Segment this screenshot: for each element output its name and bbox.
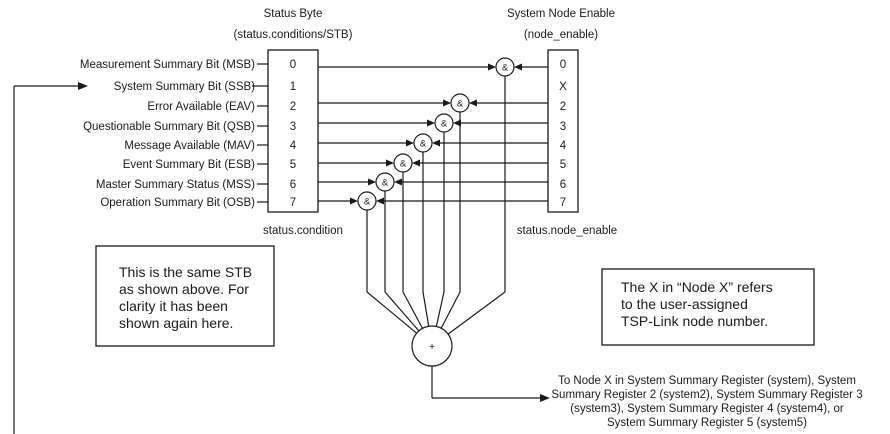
- right-note-line-2: to the user-assigned: [621, 296, 748, 312]
- gate-to-or-line-3: [435, 291, 445, 327]
- stb-subtitle: (status.conditions/STB): [234, 29, 353, 41]
- and-gate-symbol-2: &: [457, 99, 464, 110]
- and-gate-symbol-0: &: [502, 63, 509, 74]
- stb-to-gate-arrow-4: [406, 139, 414, 147]
- stb-bit-7: 7: [290, 197, 296, 209]
- stb-to-gate-arrow-5: [386, 159, 394, 167]
- bit-label-1: System Summary Bit (SSB): [114, 81, 255, 93]
- gate-to-or-line-6: [384, 291, 420, 332]
- right-note-line-1: The X in “Node X” refers: [621, 279, 773, 295]
- destination-line-4: System Summary Register 5 (system5): [607, 417, 807, 429]
- left-note-box: [95, 245, 275, 347]
- stb-to-gate-arrow-3: [427, 119, 435, 127]
- ne-to-gate-arrow-5: [412, 159, 420, 167]
- bit-label-2: Error Available (EAV): [147, 101, 255, 113]
- stb-caption: status.condition: [263, 225, 343, 237]
- left-note-line-4: shown again here.: [119, 315, 233, 331]
- stb-register-box: [267, 49, 319, 213]
- left-note-line-1: This is the same STB: [119, 264, 252, 280]
- ne-to-gate-arrow-7: [376, 197, 384, 205]
- bit-label-4: Message Available (MAV): [124, 140, 255, 152]
- stb-to-gate-arrow-2: [443, 99, 451, 107]
- stb-bit-1: 1: [290, 81, 296, 93]
- node-enable-bit-5: 5: [560, 159, 566, 171]
- node-enable-title: System Node Enable: [507, 8, 615, 20]
- node-enable-bit-4: 4: [560, 140, 567, 152]
- bit-label-5: Event Summary Bit (ESB): [123, 159, 255, 171]
- stb-bit-0: 0: [290, 59, 296, 71]
- right-note-line-3: TSP-Link node number.: [621, 313, 768, 329]
- ne-to-gate-arrow-3: [453, 119, 461, 127]
- bit-label-0: Measurement Summary Bit (MSB): [80, 59, 255, 71]
- gate-to-or-line-7: [366, 291, 417, 334]
- stb-bit-3: 3: [290, 121, 296, 133]
- bit-label-3: Questionable Summary Bit (QSB): [83, 121, 255, 133]
- ne-to-gate-arrow-6: [394, 178, 402, 186]
- node-enable-bit-1: X: [559, 81, 567, 93]
- stb-bit-4: 4: [290, 140, 297, 152]
- ne-to-gate-arrow-4: [432, 139, 440, 147]
- stb-bit-2: 2: [290, 101, 296, 113]
- or-output-arrowhead: [540, 394, 550, 402]
- destination-line-2: Summary Register 2 (system2), System Sum…: [551, 389, 862, 401]
- gate-to-or-line-2: [440, 291, 461, 329]
- stb-bit-6: 6: [290, 179, 296, 191]
- node-enable-bit-7: 7: [560, 197, 566, 209]
- bit-label-7: Operation Summary Bit (OSB): [100, 197, 255, 209]
- stb-title: Status Byte: [264, 8, 323, 20]
- destination-line-1: To Node X in System Summary Register (sy…: [558, 375, 856, 387]
- or-gate-symbol: +: [429, 342, 435, 353]
- left-note-line-3: clarity it has been: [119, 298, 228, 314]
- right-note-box: [601, 268, 815, 346]
- and-gate-symbol-7: &: [364, 197, 371, 208]
- gate-to-or-line-5: [402, 291, 424, 329]
- stb-to-gate-arrow-7: [350, 197, 358, 205]
- and-gate-symbol-6: &: [382, 178, 389, 189]
- destination-line-3: (system3), System Summary Register 4 (sy…: [570, 403, 844, 415]
- node-enable-caption: status.node_enable: [517, 225, 617, 237]
- node-enable-bit-0: 0: [560, 59, 566, 71]
- left-note-line-2: as shown above. For: [119, 281, 249, 297]
- node-enable-subtitle: (node_enable): [524, 29, 598, 41]
- and-gate-symbol-3: &: [441, 119, 448, 130]
- stb-to-gate-arrow-0: [488, 63, 496, 71]
- ne-to-gate-arrow-2: [469, 99, 477, 107]
- node-enable-bit-6: 6: [560, 179, 566, 191]
- feedback-arrowhead: [78, 82, 88, 90]
- node-enable-bit-2: 2: [560, 101, 566, 113]
- node-enable-bit-3: 3: [560, 121, 566, 133]
- and-gate-symbol-4: &: [420, 139, 427, 150]
- stb-to-gate-arrow-6: [368, 178, 376, 186]
- bit-label-6: Master Summary Status (MSS): [96, 179, 255, 191]
- and-gate-symbol-5: &: [400, 159, 407, 170]
- gate-to-or-line-0: [447, 291, 506, 335]
- bit-rows: Measurement Summary Bit (MSB) 0 0 & System S…: [80, 57, 567, 335]
- node-enable-register-box: [547, 49, 579, 213]
- gate-to-or-line-4: [422, 291, 430, 327]
- stb-bit-5: 5: [290, 159, 296, 171]
- ne-to-gate-arrow-0: [514, 63, 522, 71]
